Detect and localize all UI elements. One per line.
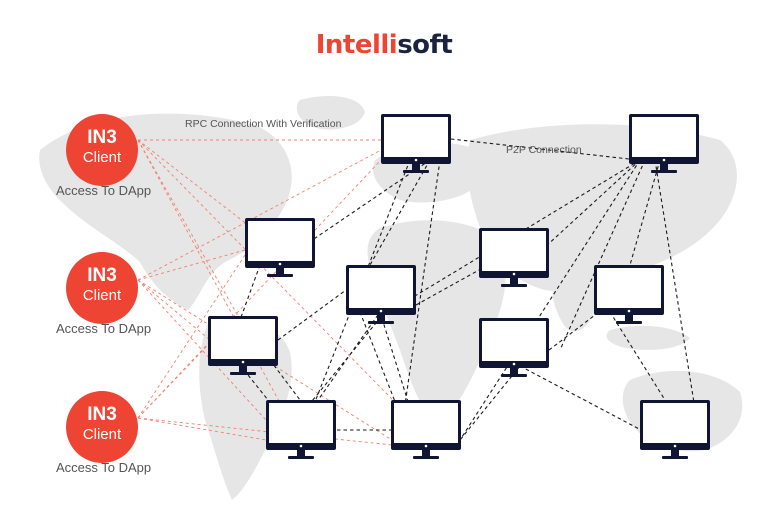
client-title: IN3 (87, 127, 117, 148)
rpc-line (137, 159, 382, 419)
p2p-line (459, 159, 641, 441)
logo-part-2: soft (397, 30, 453, 60)
node-d-monitor (479, 228, 549, 287)
node-f-monitor (594, 265, 664, 324)
node-e-monitor (346, 265, 416, 324)
rpc-line (137, 279, 211, 341)
indonesia-shape (606, 325, 690, 350)
rpc-connections (137, 139, 433, 446)
in3-client-2: IN3 Client (66, 252, 138, 324)
rpc-line (137, 249, 246, 281)
rpc-line (137, 254, 246, 419)
in3-client-1: IN3 Client (66, 114, 138, 186)
rpc-line (137, 279, 267, 421)
client-subtitle: Client (82, 149, 122, 166)
p2p-line (548, 311, 600, 351)
client-title: IN3 (87, 265, 117, 286)
access-dapp-label-2: Access To DApp (56, 321, 152, 336)
access-dapp-label-3: Access To DApp (56, 460, 152, 475)
intellisoft-logo: Intellisoft (0, 30, 768, 60)
node-b-monitor (629, 114, 699, 173)
client-title: IN3 (87, 404, 117, 425)
p2p-line (359, 311, 411, 441)
node-j-monitor (391, 400, 461, 459)
in3-client-3: IN3 Client (66, 391, 138, 463)
client-subtitle: Client (82, 287, 122, 304)
node-h-monitor (479, 318, 549, 377)
india-shape (552, 269, 596, 332)
p2p-line (519, 365, 661, 441)
rpc-line (137, 417, 393, 446)
logo-part-1: Intelli (315, 30, 398, 60)
node-a-monitor (381, 114, 451, 173)
node-k-monitor (640, 400, 710, 459)
node-g-monitor (208, 316, 278, 375)
p2p-line (629, 159, 661, 266)
node-i-monitor (266, 400, 336, 459)
greenland-shape (296, 96, 365, 130)
p2p-line (415, 269, 480, 306)
access-dapp-label-1: Access To DApp (56, 183, 152, 198)
client-subtitle: Client (82, 426, 122, 443)
rpc-line (137, 149, 382, 281)
rpc-line (137, 139, 301, 441)
p2p-line (654, 159, 701, 441)
p2p-line (519, 159, 641, 271)
rpc-line (137, 139, 247, 331)
p2p-line (459, 365, 521, 441)
p2p-line (277, 289, 347, 341)
peer-nodes (208, 114, 710, 459)
rpc-line (137, 139, 433, 441)
p2p-line (239, 264, 261, 321)
p2p-line (399, 159, 441, 441)
rpc-line (137, 417, 267, 441)
rpc-connection-label: RPC Connection With Verification (185, 118, 342, 130)
p2p-line (559, 159, 646, 351)
p2p-line (349, 159, 431, 301)
node-c-monitor (245, 218, 315, 277)
rpc-line (137, 344, 209, 419)
p2p-connection-label: P2P Connection (506, 144, 582, 156)
